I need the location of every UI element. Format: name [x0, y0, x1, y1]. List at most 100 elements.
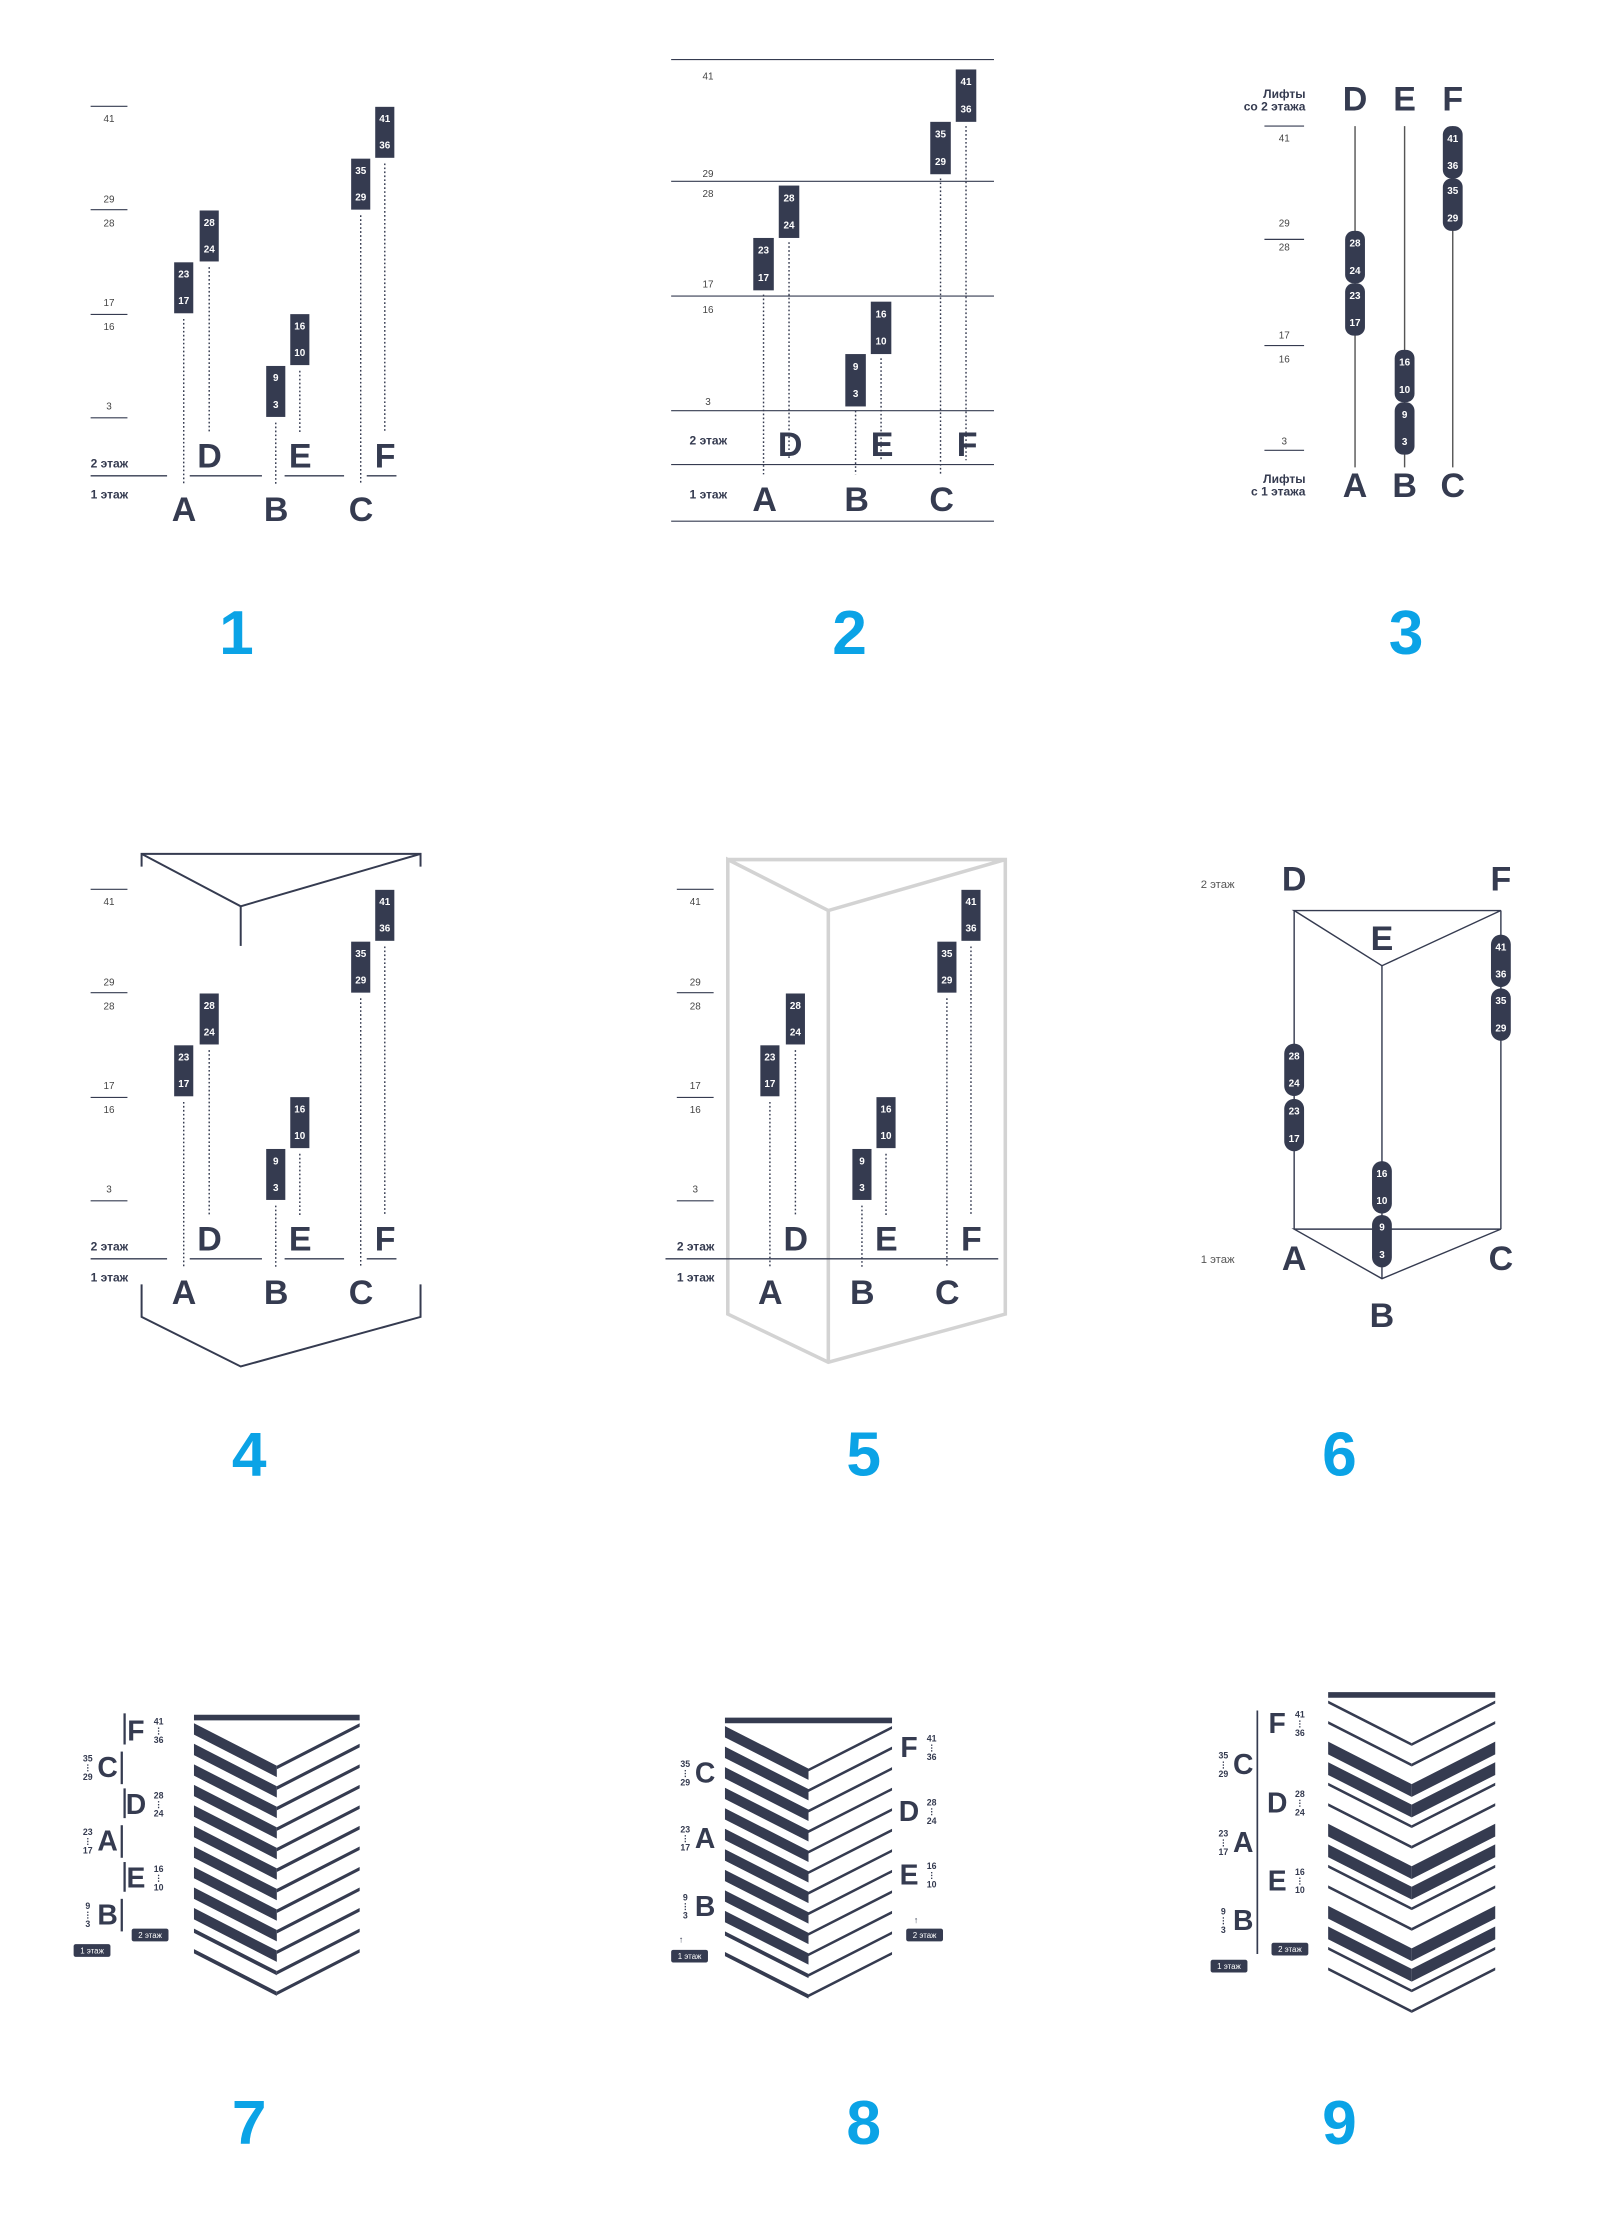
zone-low-floor: 17 [178, 296, 190, 307]
zone-low-floor: 10 [154, 1882, 164, 1892]
scale-label: 17 [1279, 330, 1291, 341]
zone-high-floor: 9 [683, 1892, 688, 1902]
zone-low-floor: 29 [935, 157, 947, 168]
elevator-zone-C [1442, 178, 1463, 231]
lift-letter-D: D [1267, 1786, 1287, 1818]
building-stripe-left [193, 1784, 277, 1839]
floor-2-badge-text: 2 этаж [1278, 1945, 1302, 1954]
legend-floor-2: со 2 этажа [1244, 100, 1306, 114]
lift-letter-B: B [264, 1274, 289, 1312]
elevator-zone-E [290, 314, 310, 366]
building-stripe-right [808, 1746, 893, 1792]
up-arrow-icon: ↑ [679, 1935, 683, 1945]
scale-label: 16 [104, 1105, 116, 1116]
zone-high-floor: 23 [1289, 1107, 1301, 1118]
zone-high-floor: 23 [83, 1827, 93, 1837]
building-stripe-left [193, 1723, 277, 1778]
zone-low-floor: 29 [83, 1772, 93, 1782]
building-stripe-left [1328, 1700, 1412, 1746]
building-stripe-right [276, 1784, 360, 1831]
elevator-zone-F [1490, 934, 1511, 987]
building-stripe-left [724, 1951, 809, 1999]
lift-letter-E: E [1371, 920, 1394, 958]
zone-high-floor: 35 [1447, 186, 1459, 197]
lift-letter-B: B [1392, 467, 1417, 505]
zone-high-floor: 41 [1295, 1710, 1305, 1720]
lift-letter-C: C [1233, 1748, 1253, 1780]
scale-label: 28 [690, 1002, 702, 1013]
scale-label: 17 [690, 1081, 702, 1092]
building-stripe-left [724, 1869, 809, 1924]
floor-1-badge [671, 1949, 708, 1963]
building-stripe-right [1411, 1700, 1496, 1746]
zone-low-floor: 36 [154, 1735, 164, 1745]
panel-number-4: 4 [232, 1420, 267, 1489]
zone-high-floor: 28 [154, 1790, 164, 1800]
zone-high-floor: 35 [355, 949, 367, 960]
building-stripe-left [193, 1908, 277, 1962]
lift-letter-A: A [1233, 1826, 1253, 1858]
zone-low-floor: 10 [1376, 1196, 1388, 1207]
zone-low-floor: 24 [1295, 1807, 1305, 1817]
building-stripe-left [193, 1866, 277, 1921]
building-stripe-right [276, 1887, 360, 1934]
elevator-zone-F [961, 889, 981, 941]
zone-low-floor: 17 [1218, 1847, 1228, 1857]
zone-high-floor: 23 [764, 1053, 776, 1064]
building-stripe-left [724, 1828, 809, 1883]
lift-letter-D: D [1343, 81, 1368, 119]
lift-letter-C: C [1440, 467, 1465, 505]
building-stripe-left [1328, 1782, 1412, 1829]
zone-high-floor: 28 [1350, 239, 1362, 250]
building-stripe-right [808, 1931, 893, 1977]
lift-letter-E: E [1268, 1864, 1287, 1896]
lift-letter-E: E [871, 426, 894, 464]
zone-low-floor: 29 [941, 975, 953, 986]
lift-letter-B: B [264, 491, 289, 529]
lift-letter-A: A [172, 491, 197, 529]
scale-label: 28 [104, 219, 116, 230]
zone-high-floor: 16 [927, 1861, 937, 1871]
zone-low-floor: 29 [355, 192, 367, 203]
lift-letter-E: E [1393, 81, 1416, 119]
scale-label: 28 [702, 189, 714, 200]
building-stripe-left [1328, 1967, 1412, 2013]
floor-1-badge-text: 1 этаж [678, 1952, 702, 1961]
floor-2-label: 2 этаж [677, 1239, 715, 1253]
scale-label: 17 [104, 298, 116, 309]
lift-letter-E: E [289, 1220, 312, 1258]
zone-low-floor: 36 [1295, 1728, 1305, 1738]
legend-floor-1: Лифты [1263, 472, 1305, 486]
zone-high-floor: 16 [1399, 358, 1411, 369]
building-stripe-left [193, 1846, 277, 1901]
zone-low-floor: 24 [154, 1809, 164, 1819]
zone-high-floor: 41 [379, 897, 391, 908]
zone-low-floor: 36 [961, 104, 973, 115]
zone-low-floor: 10 [927, 1880, 937, 1890]
building-stripe-right [1411, 1967, 1496, 2013]
lift-letter-B: B [695, 1890, 715, 1922]
zone-low-floor: 24 [784, 221, 796, 232]
floor-1-label: 1 этаж [91, 487, 129, 501]
building-stripe-right [1411, 1721, 1496, 1767]
prism-outline [726, 856, 1008, 1365]
building-stripe-right [276, 1846, 360, 1893]
zone-high-floor: 23 [178, 1053, 190, 1064]
zone-high-floor: 23 [1350, 291, 1362, 302]
scale-label: 3 [705, 397, 711, 408]
zone-low-floor: 29 [1218, 1769, 1228, 1779]
lift-letter-A: A [1343, 467, 1368, 505]
zone-high-floor: 41 [1447, 134, 1459, 145]
zone-low-floor: 29 [1495, 1023, 1507, 1034]
panel-number-6: 6 [1322, 1420, 1357, 1489]
building-stripe-left [1328, 1741, 1412, 1797]
lift-letter-F: F [961, 1220, 982, 1258]
zone-high-floor: 41 [927, 1734, 937, 1744]
lift-letter-E: E [126, 1862, 145, 1894]
zone-high-floor: 28 [1289, 1051, 1301, 1062]
floor-2-label: 2 этаж [1201, 879, 1235, 891]
scale-label: 3 [1281, 437, 1287, 448]
elevator-zone-D [785, 993, 805, 1045]
zone-low-floor: 10 [881, 1131, 893, 1142]
